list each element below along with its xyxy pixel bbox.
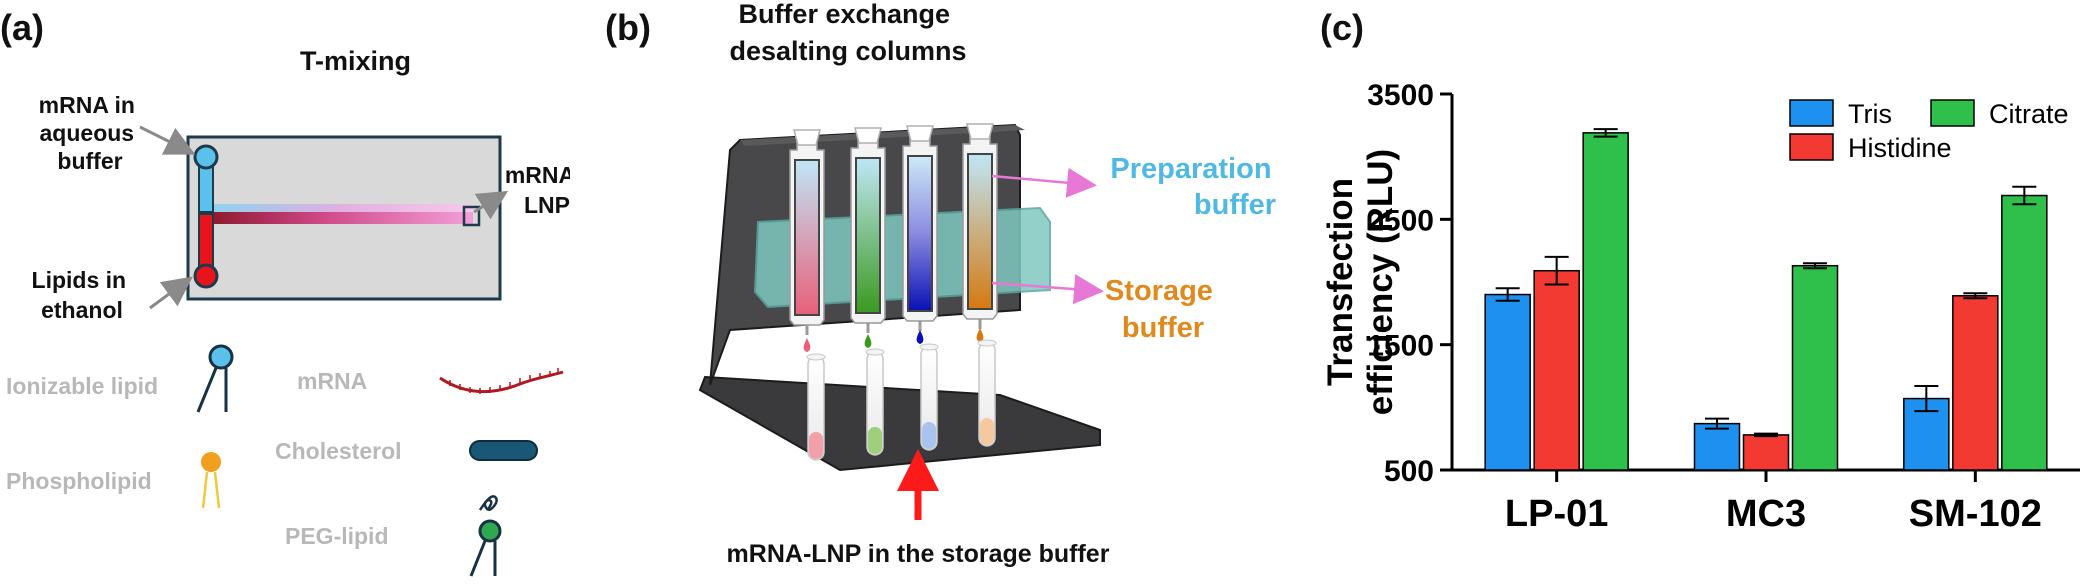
bar-histidine-mc3 (1742, 434, 1790, 471)
aqueous-label: mRNA in aqueous buffer (39, 92, 142, 174)
legend-peg-lipid: PEG-lipid (285, 523, 389, 549)
y-tick-label: 3500 (1367, 79, 1434, 112)
storage-buffer-label-line2: buffer (1122, 312, 1204, 344)
bar-citrate-mc3 (1791, 264, 1839, 471)
t-mixing-title: T-mixing (300, 46, 411, 76)
panel-a-label: (a) (0, 7, 44, 48)
mixing-channel-top (203, 204, 473, 214)
ethanol-label: Lipids in ethanol (32, 267, 133, 323)
drop-orange (976, 328, 984, 342)
drop-red (803, 338, 811, 352)
ethanol-inlet-port (193, 263, 219, 289)
legend-label-citrate: Citrate (1989, 99, 2069, 129)
bar-histidine-lp-01 (1533, 269, 1580, 471)
legend-swatch-citrate (1930, 99, 1975, 127)
tube-2 (865, 348, 885, 456)
aqueous-label-line2: aqueous (40, 120, 135, 146)
outlet-pointer-arrow (473, 190, 509, 220)
legend-swatch-tris (1789, 99, 1834, 127)
ethanol-inlet-channel (198, 213, 214, 271)
storage-buffer-label: Storage buffer (1105, 275, 1221, 344)
tube-1 (806, 353, 826, 461)
drop-green (864, 334, 872, 348)
bar-citrate-lp-01 (1582, 132, 1629, 471)
legend-label-histidine: Histidine (1848, 133, 1952, 163)
column-2 (850, 127, 886, 333)
column-3 (902, 125, 938, 331)
x-tick-label: LP-01 (1505, 493, 1608, 535)
tube-4 (977, 339, 997, 447)
cholesterol-icon (469, 440, 538, 461)
rack-base (698, 375, 1101, 472)
legend-label-tris: Tris (1848, 99, 1892, 129)
y-tick-label: 500 (1384, 455, 1434, 488)
panel-b-title-line2: desalting columns (729, 36, 966, 66)
mixing-channel (203, 212, 473, 224)
y-axis-label: Transfectionefficiency (RLU) (1321, 149, 1400, 415)
legend-mrna: mRNA (297, 368, 367, 394)
bottom-caption: mRNA-LNP in the storage buffer (727, 540, 1110, 568)
drop-blue (916, 330, 924, 344)
prep-buffer-label: Preparation buffer (1110, 153, 1279, 221)
x-tick-label: MC3 (1726, 493, 1806, 535)
phospholipid-icon (201, 452, 221, 509)
storage-buffer-arrow (991, 274, 1104, 305)
bar-tris-lp-01 (1484, 293, 1531, 471)
storage-buffer-label-line1: Storage (1105, 275, 1213, 307)
panel-b-svg: (b) Buffer exchange desalting columns (605, 0, 1279, 568)
prep-buffer-label-line2: buffer (1194, 189, 1276, 221)
aqueous-label-line3: buffer (57, 148, 122, 174)
mrna-icon (439, 368, 564, 394)
legend-phospholipid: Phospholipid (6, 468, 152, 494)
ionizable-lipid-icon (196, 344, 234, 413)
column-1 (789, 129, 825, 335)
outlet-label-line2: LNP (524, 192, 570, 218)
legend-cholesterol: Cholesterol (275, 438, 402, 464)
peg-lipid-icon (469, 495, 502, 577)
ethanol-pointer-arrow (149, 276, 193, 310)
prep-buffer-arrow (991, 167, 1097, 198)
ethanol-label-line1: Lipids in (32, 267, 127, 293)
legend-swatch-histidine (1789, 133, 1834, 161)
bar-citrate-sm-102 (2001, 194, 2048, 471)
bar-histidine-sm-102 (1952, 295, 1999, 471)
panel-a-svg: (a) T-mixing mRNA in aqueous buffer Lipi… (0, 7, 583, 577)
panel-b-title-line1: Buffer exchange (738, 0, 950, 29)
panel-c-label: (c) (1320, 7, 1364, 48)
legend-ionizable-lipid: Ionizable lipid (6, 373, 158, 399)
aqueous-pointer-arrow (139, 125, 196, 155)
panel-a: (a) T-mixing mRNA in aqueous buffer Lipi… (0, 0, 583, 581)
column-4 (962, 123, 998, 329)
x-tick-label: SM-102 (1909, 493, 2042, 535)
outlet-label-line1: mRNA- (505, 162, 570, 188)
y-tick-label: 1500 (1367, 330, 1434, 363)
panel-b: (b) Buffer exchange desalting columns (580, 0, 1300, 581)
panel-b-label: (b) (605, 7, 651, 48)
transfection-bar-chart: (c) 500 1500 2500 3500Transfectionefficienc… (1320, 7, 2080, 535)
aqueous-label-line1: mRNA in (39, 92, 135, 118)
tube-3 (919, 343, 939, 451)
panel-b-title: Buffer exchange desalting columns (729, 0, 966, 66)
ethanol-label-line2: ethanol (41, 297, 123, 323)
prep-buffer-label-line1: Preparation (1110, 153, 1271, 185)
bar-tris-mc3 (1693, 422, 1741, 471)
y-tick-label: 2500 (1367, 204, 1434, 237)
outlet-label: mRNA- LNP (505, 162, 570, 218)
aqueous-inlet-port (193, 144, 219, 170)
